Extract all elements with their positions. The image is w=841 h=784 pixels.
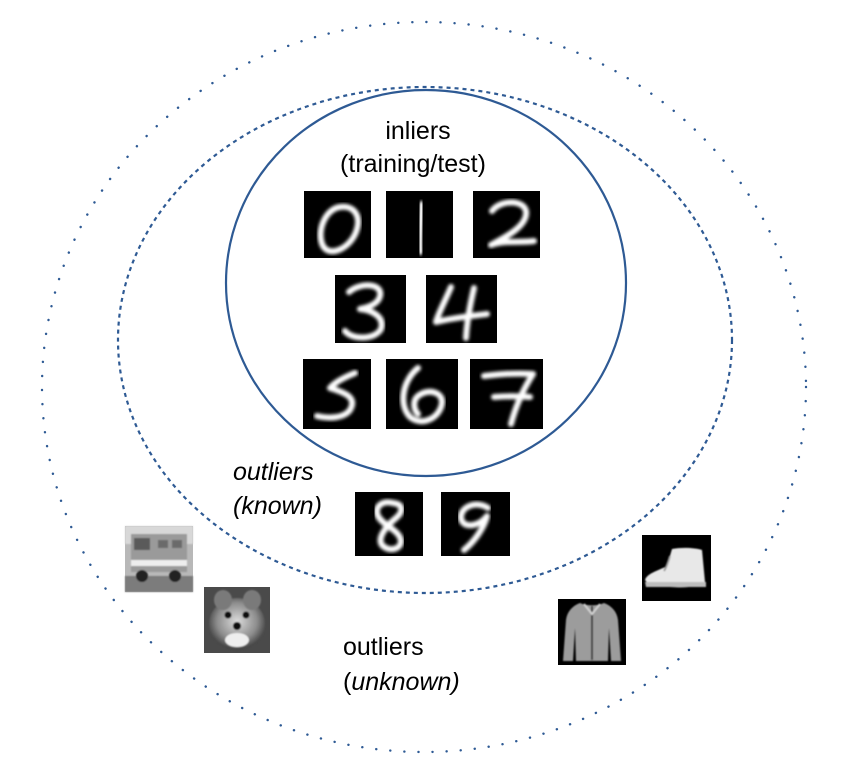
middle-dashed-ring bbox=[116, 85, 734, 595]
known-outliers-subtitle: (known) bbox=[233, 492, 322, 520]
inliers-subtitle: (training/test) bbox=[340, 150, 486, 178]
digit-tile-8 bbox=[355, 492, 423, 556]
unknown-close-paren: ) bbox=[448, 668, 459, 696]
unknown-outliers-title: outliers bbox=[343, 633, 424, 661]
known-outliers-title: outliers bbox=[233, 458, 314, 486]
unknown-outliers-subtitle: (unknown) bbox=[343, 668, 460, 696]
unknown-word: unknown bbox=[351, 668, 451, 696]
digit-tile-0 bbox=[304, 191, 371, 258]
digit-tile-7 bbox=[470, 359, 543, 429]
digit-tile-4 bbox=[426, 275, 497, 343]
truck-image bbox=[125, 526, 193, 592]
outer-dotted-ring bbox=[40, 20, 808, 754]
digit-tile-6 bbox=[386, 359, 458, 429]
boot-image bbox=[642, 535, 711, 601]
digit-tile-3 bbox=[335, 275, 406, 343]
jacket-image bbox=[558, 599, 626, 665]
unknown-open-paren: ( bbox=[343, 668, 352, 696]
digit-tile-2 bbox=[473, 191, 540, 258]
inliers-title: inliers bbox=[385, 117, 450, 145]
dog-image bbox=[204, 587, 270, 653]
digit-tile-1 bbox=[386, 191, 453, 258]
inner-solid-ring bbox=[224, 88, 628, 478]
digit-tile-9 bbox=[441, 492, 510, 556]
digit-tile-5 bbox=[303, 359, 371, 429]
